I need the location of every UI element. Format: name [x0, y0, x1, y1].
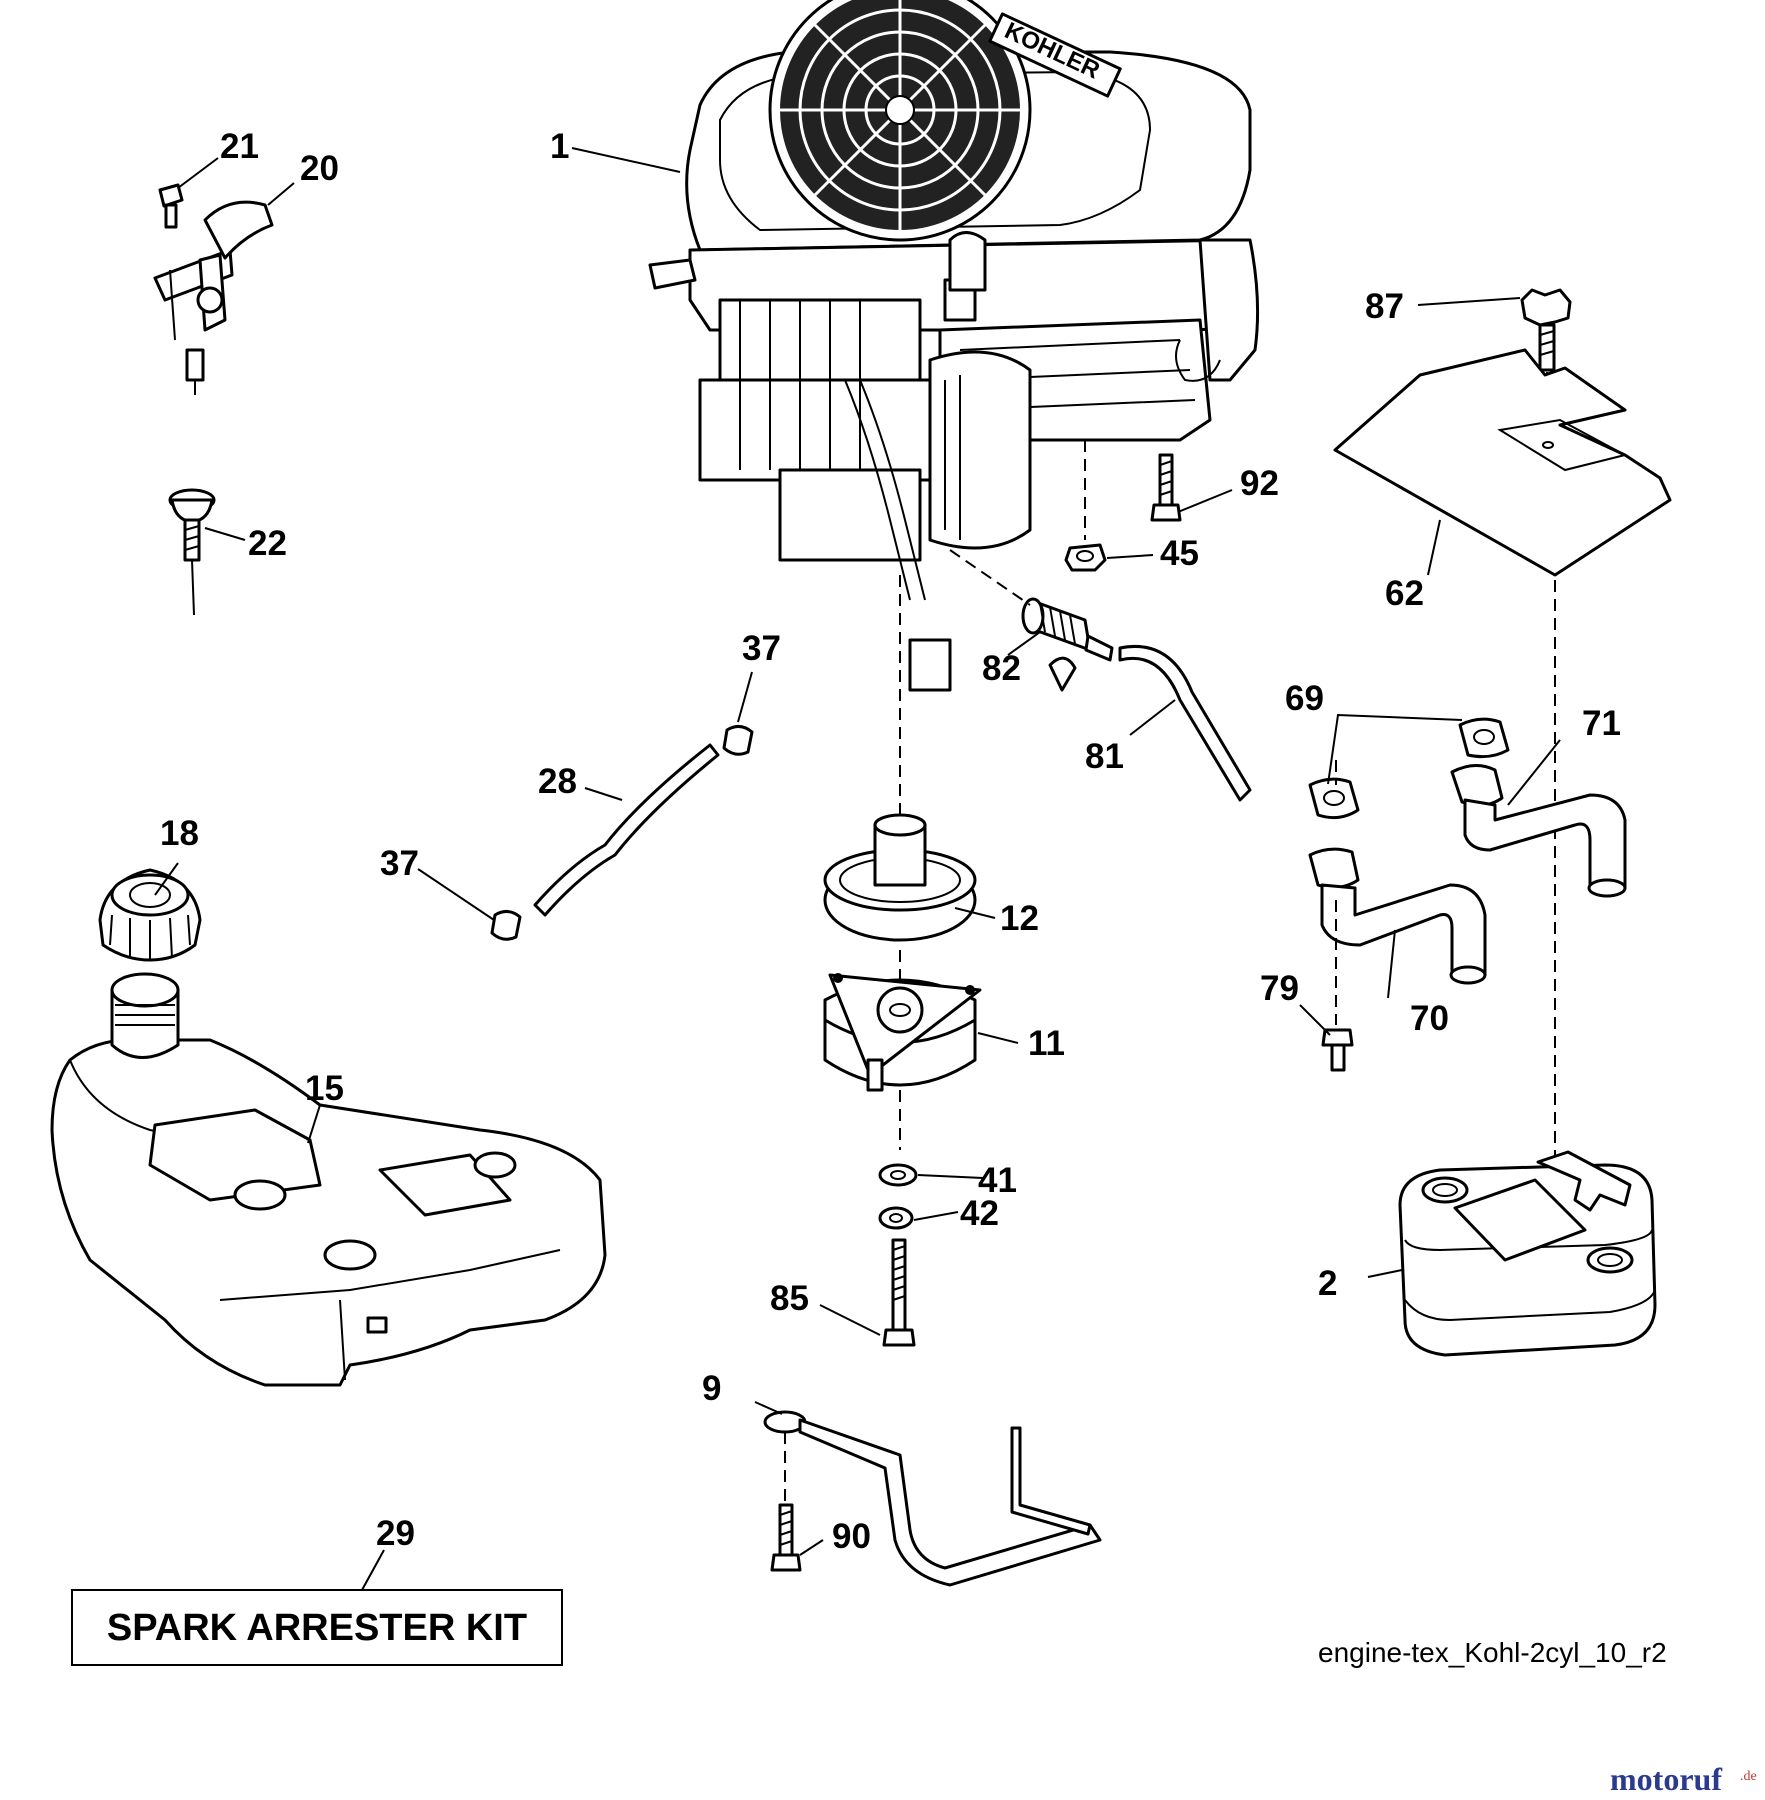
clutch-11 [823, 973, 982, 1092]
callout-28: 28 [538, 762, 577, 801]
bolt-87 [1520, 288, 1572, 372]
bolt-85 [882, 1238, 916, 1347]
callout-92: 92 [1240, 464, 1279, 503]
leader-lines [154, 147, 1561, 1591]
screw-21 [158, 183, 184, 229]
callout-45: 45 [1160, 534, 1199, 573]
gasket-69a [1458, 717, 1510, 759]
watermark: motoruf [1610, 1761, 1722, 1797]
heat-shield-62 [1333, 348, 1672, 577]
bolt-90 [770, 1503, 802, 1572]
exhaust-pipe-70 [1308, 847, 1487, 985]
drawing-id: engine-tex_Kohl-2cyl_10_r2 [1318, 1637, 1667, 1668]
callout-41: 41 [978, 1161, 1017, 1200]
callout-20: 20 [300, 149, 339, 188]
fuel-filter-82 [1021, 597, 1114, 692]
fuel-line-28 [533, 743, 720, 917]
pulley-12 [823, 813, 977, 942]
washer-41 [878, 1163, 918, 1187]
callout-90: 90 [832, 1517, 871, 1556]
bracket-rod-9 [763, 1410, 1102, 1587]
callout-12: 12 [1000, 899, 1039, 938]
callout-42: 42 [960, 1194, 999, 1233]
callout-71: 71 [1582, 704, 1621, 743]
clamp-37a [722, 725, 754, 756]
washer-42 [878, 1206, 914, 1230]
clamp-37b [490, 910, 522, 941]
callout-37-lower: 37 [380, 844, 419, 883]
gasket-69b [1308, 777, 1360, 820]
callout-22: 22 [248, 524, 287, 563]
choke-bracket-20 [153, 200, 274, 395]
callout-29: 29 [376, 1514, 415, 1553]
callout-85: 85 [770, 1279, 809, 1318]
callout-9: 9 [702, 1369, 721, 1408]
callout-18: 18 [160, 814, 199, 853]
callout-82: 82 [982, 649, 1021, 688]
callout-81: 81 [1085, 737, 1124, 776]
callout-2: 2 [1318, 1264, 1337, 1303]
callout-37-upper: 37 [742, 629, 781, 668]
callout-15: 15 [305, 1069, 344, 1108]
exhaust-pipe-71 [1450, 764, 1627, 898]
hose-81 [1118, 644, 1252, 802]
callout-70: 70 [1410, 999, 1449, 1038]
callout-11: 11 [1028, 1024, 1065, 1063]
watermark-suffix: .de [1740, 1769, 1757, 1784]
choke-knob-22 [168, 488, 216, 616]
bolt-79 [1321, 1028, 1354, 1072]
muffler-2 [1398, 1150, 1657, 1357]
fuel-cap-18 [98, 868, 202, 962]
callout-87: 87 [1365, 287, 1404, 326]
callout-21: 21 [220, 127, 259, 166]
bolt-92 [1150, 453, 1182, 522]
callout-79: 79 [1260, 969, 1299, 1008]
spark-arrester-kit-label: SPARK ARRESTER KIT [107, 1607, 527, 1649]
fuel-tank-15 [50, 972, 607, 1387]
callout-62: 62 [1385, 574, 1424, 613]
callout-1: 1 [550, 127, 569, 166]
spark-arrester-kit-box [71, 1589, 563, 1666]
nut-45 [1064, 543, 1107, 572]
engine: KOHLER [648, 0, 1260, 692]
callout-69: 69 [1285, 679, 1324, 718]
